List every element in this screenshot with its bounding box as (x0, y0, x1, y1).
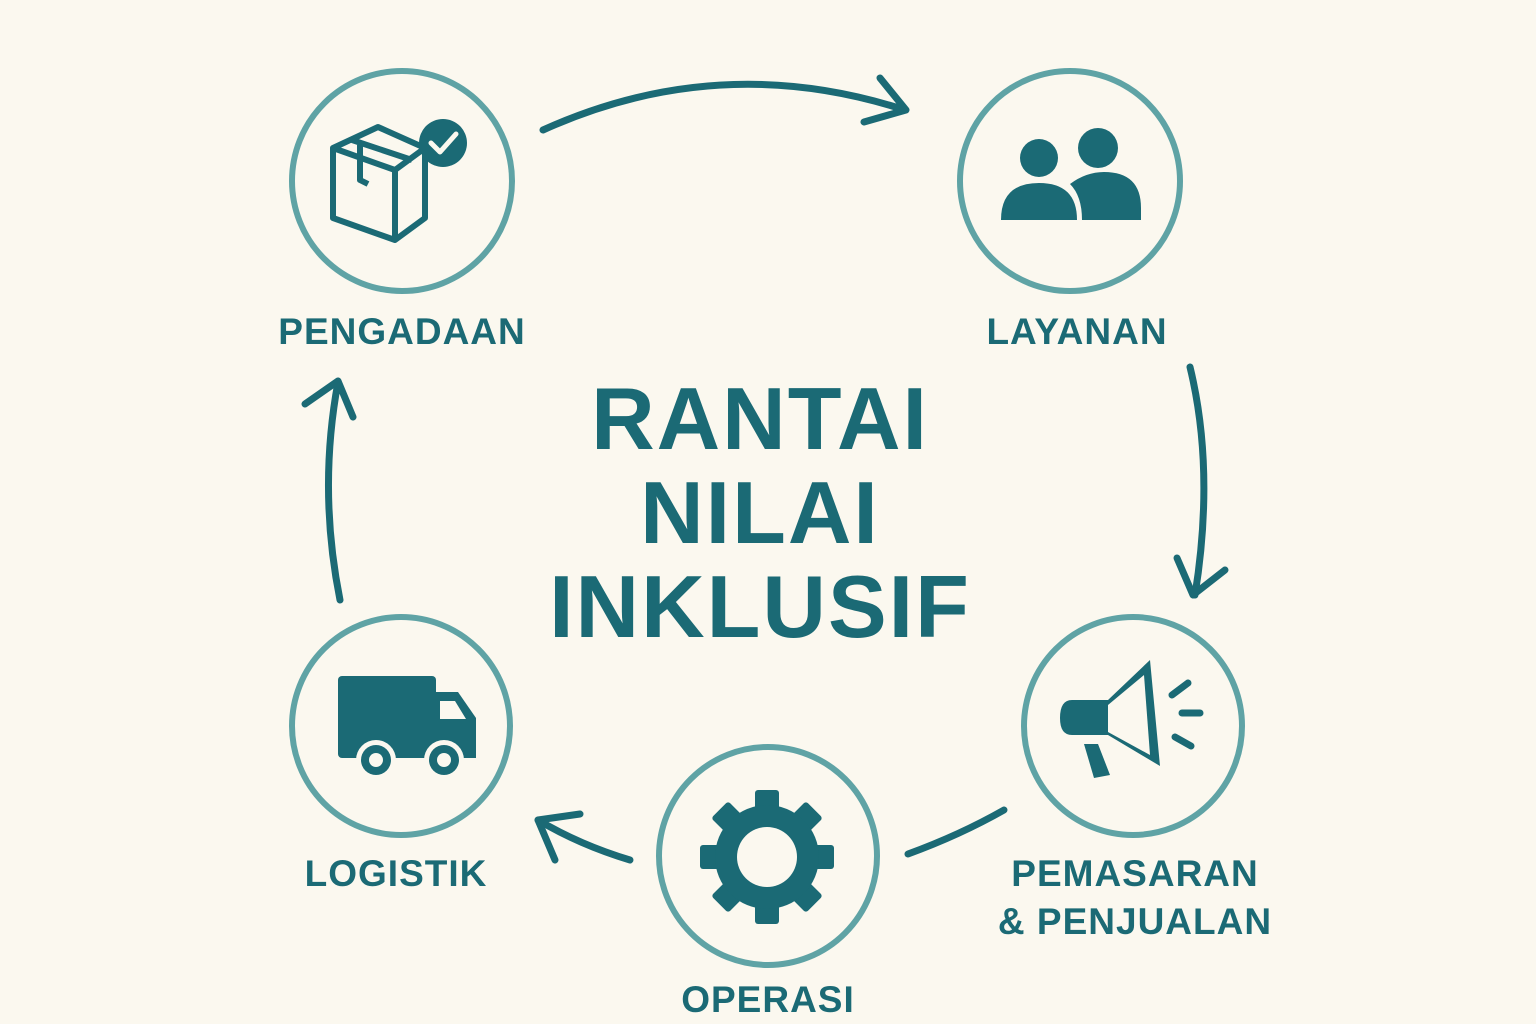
operasi-ring (656, 744, 880, 968)
layanan-label: LAYANAN (986, 311, 1168, 352)
users-icon (1001, 128, 1141, 220)
pengadaan-ring (289, 68, 515, 294)
title-line-1: RANTAI (591, 369, 929, 468)
pemasaran-label-line1: PEMASARAN (1011, 853, 1259, 894)
title-line-2: NILAI (640, 463, 880, 562)
megaphone-icon (1060, 660, 1204, 778)
pemasaran-ring (1021, 614, 1245, 838)
pemasaran-label-line2: & PENJUALAN (997, 901, 1273, 942)
arrow-operasi-to-logistik (534, 810, 634, 864)
logistik-ring (289, 614, 513, 838)
arrow-layanan-to-pemasaran (1173, 363, 1229, 599)
diagram-title: RANTAI NILAI INKLUSIF (520, 372, 1000, 654)
title-line-3: INKLUSIF (549, 557, 971, 656)
pengadaan-label: PENGADAAN (278, 311, 526, 352)
logistik-label: LOGISTIK (304, 853, 488, 894)
truck-icon (338, 676, 476, 780)
gear-icon (700, 790, 834, 924)
box-check-icon (330, 119, 467, 243)
arrow-pemasaran-to-operasi (904, 806, 1008, 858)
operasi-label: OPERASI (681, 979, 855, 1020)
arrow-pengadaan-to-layanan (539, 74, 910, 134)
arrow-logistik-to-pengadaan (301, 377, 357, 604)
layanan-ring (957, 68, 1183, 294)
